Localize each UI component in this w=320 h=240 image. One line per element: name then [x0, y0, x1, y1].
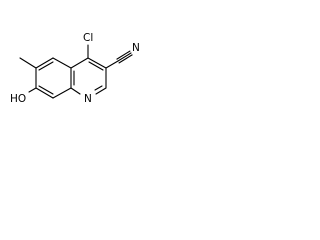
bond-n1-c8a	[70, 87, 81, 95]
bond-c7-o	[28, 87, 37, 93]
bond-c3-cn	[105, 60, 119, 69]
chlorine-label: Cl	[83, 32, 93, 44]
bond-c5-c6	[35, 57, 54, 69]
bond-nitrile-2	[116, 50, 131, 60]
bond-c4-c3	[87, 57, 107, 69]
hydroxyl-label: HO	[10, 93, 26, 105]
bond-nitrile-1	[117, 52, 132, 62]
bond-c2-n1	[95, 87, 107, 95]
chemical-structure-diagram: Cl N N HO	[10, 32, 140, 105]
nitrile-nitrogen-label: N	[132, 42, 140, 54]
bond-c8-c8a	[52, 87, 72, 99]
bond-c7-c8-inner	[38, 85, 54, 95]
bond-c4-c4a	[70, 57, 89, 69]
bond-c4-c3-inner	[88, 61, 104, 71]
bond-c2-n1-inner	[94, 85, 103, 91]
bond-c7-c8	[35, 87, 54, 99]
bond-c6-methyl	[19, 57, 37, 69]
bond-c4a-c5	[52, 57, 72, 69]
bond-nitrile-3	[118, 54, 133, 64]
bond-c5-c6-inner	[38, 61, 54, 71]
ring-nitrogen-label: N	[84, 93, 92, 105]
